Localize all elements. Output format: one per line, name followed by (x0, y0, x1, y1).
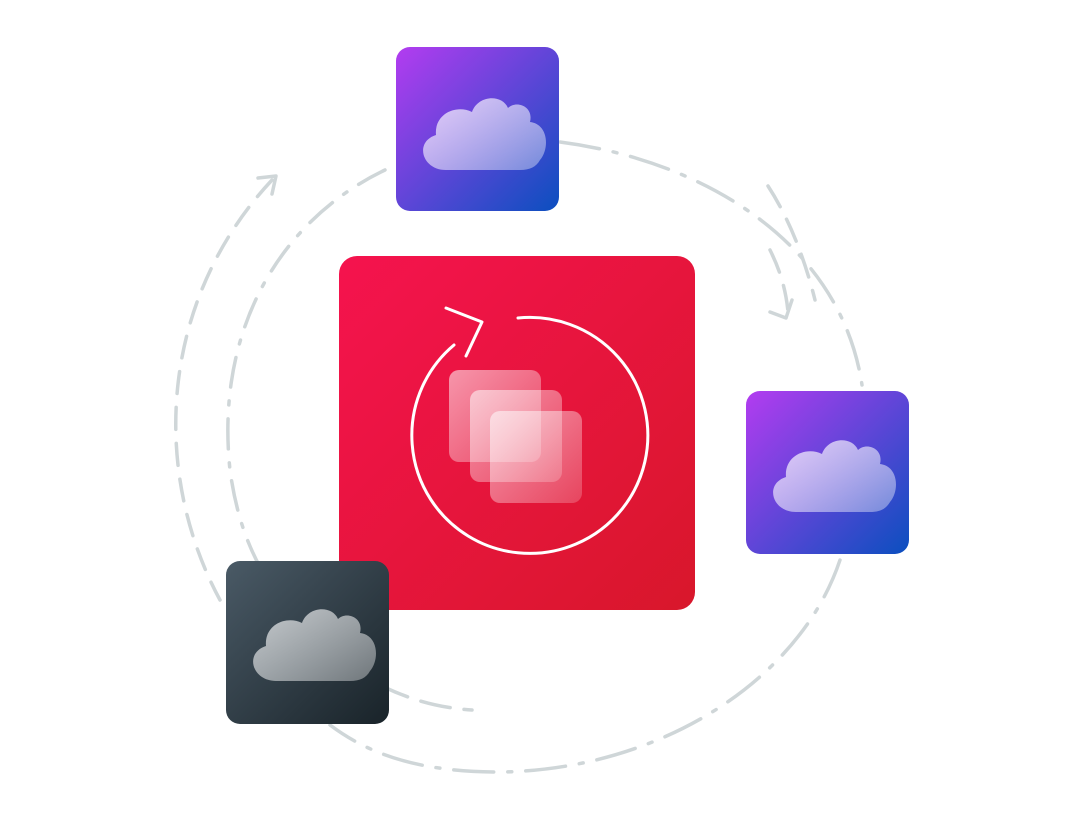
orbit-arc-bottom-inner (378, 683, 474, 712)
copy-layer-front (490, 411, 582, 503)
orbit-arrow-right-icon (768, 298, 794, 320)
orbit-arc-inner-right-2 (768, 248, 790, 314)
sync-circle-icon (410, 315, 650, 555)
orbit-arrow-top-left-icon (256, 174, 278, 196)
center-sync-tile (339, 256, 695, 610)
orbit-arc-lower-right (328, 558, 842, 774)
orbit-arc-inner-left (226, 168, 387, 602)
orbit-arc-outer-left (174, 178, 274, 602)
dashed-orbit (174, 140, 864, 774)
cloud-tile-top (396, 47, 559, 211)
orbit-arc-inner-right (766, 184, 817, 302)
sync-arrowhead-icon (444, 306, 484, 358)
cloud-tile-right (746, 391, 909, 554)
orbit-arc-outer-right (558, 140, 864, 387)
sync-copies-icon (410, 306, 650, 555)
cloud-tile-bottom-left (226, 561, 389, 724)
